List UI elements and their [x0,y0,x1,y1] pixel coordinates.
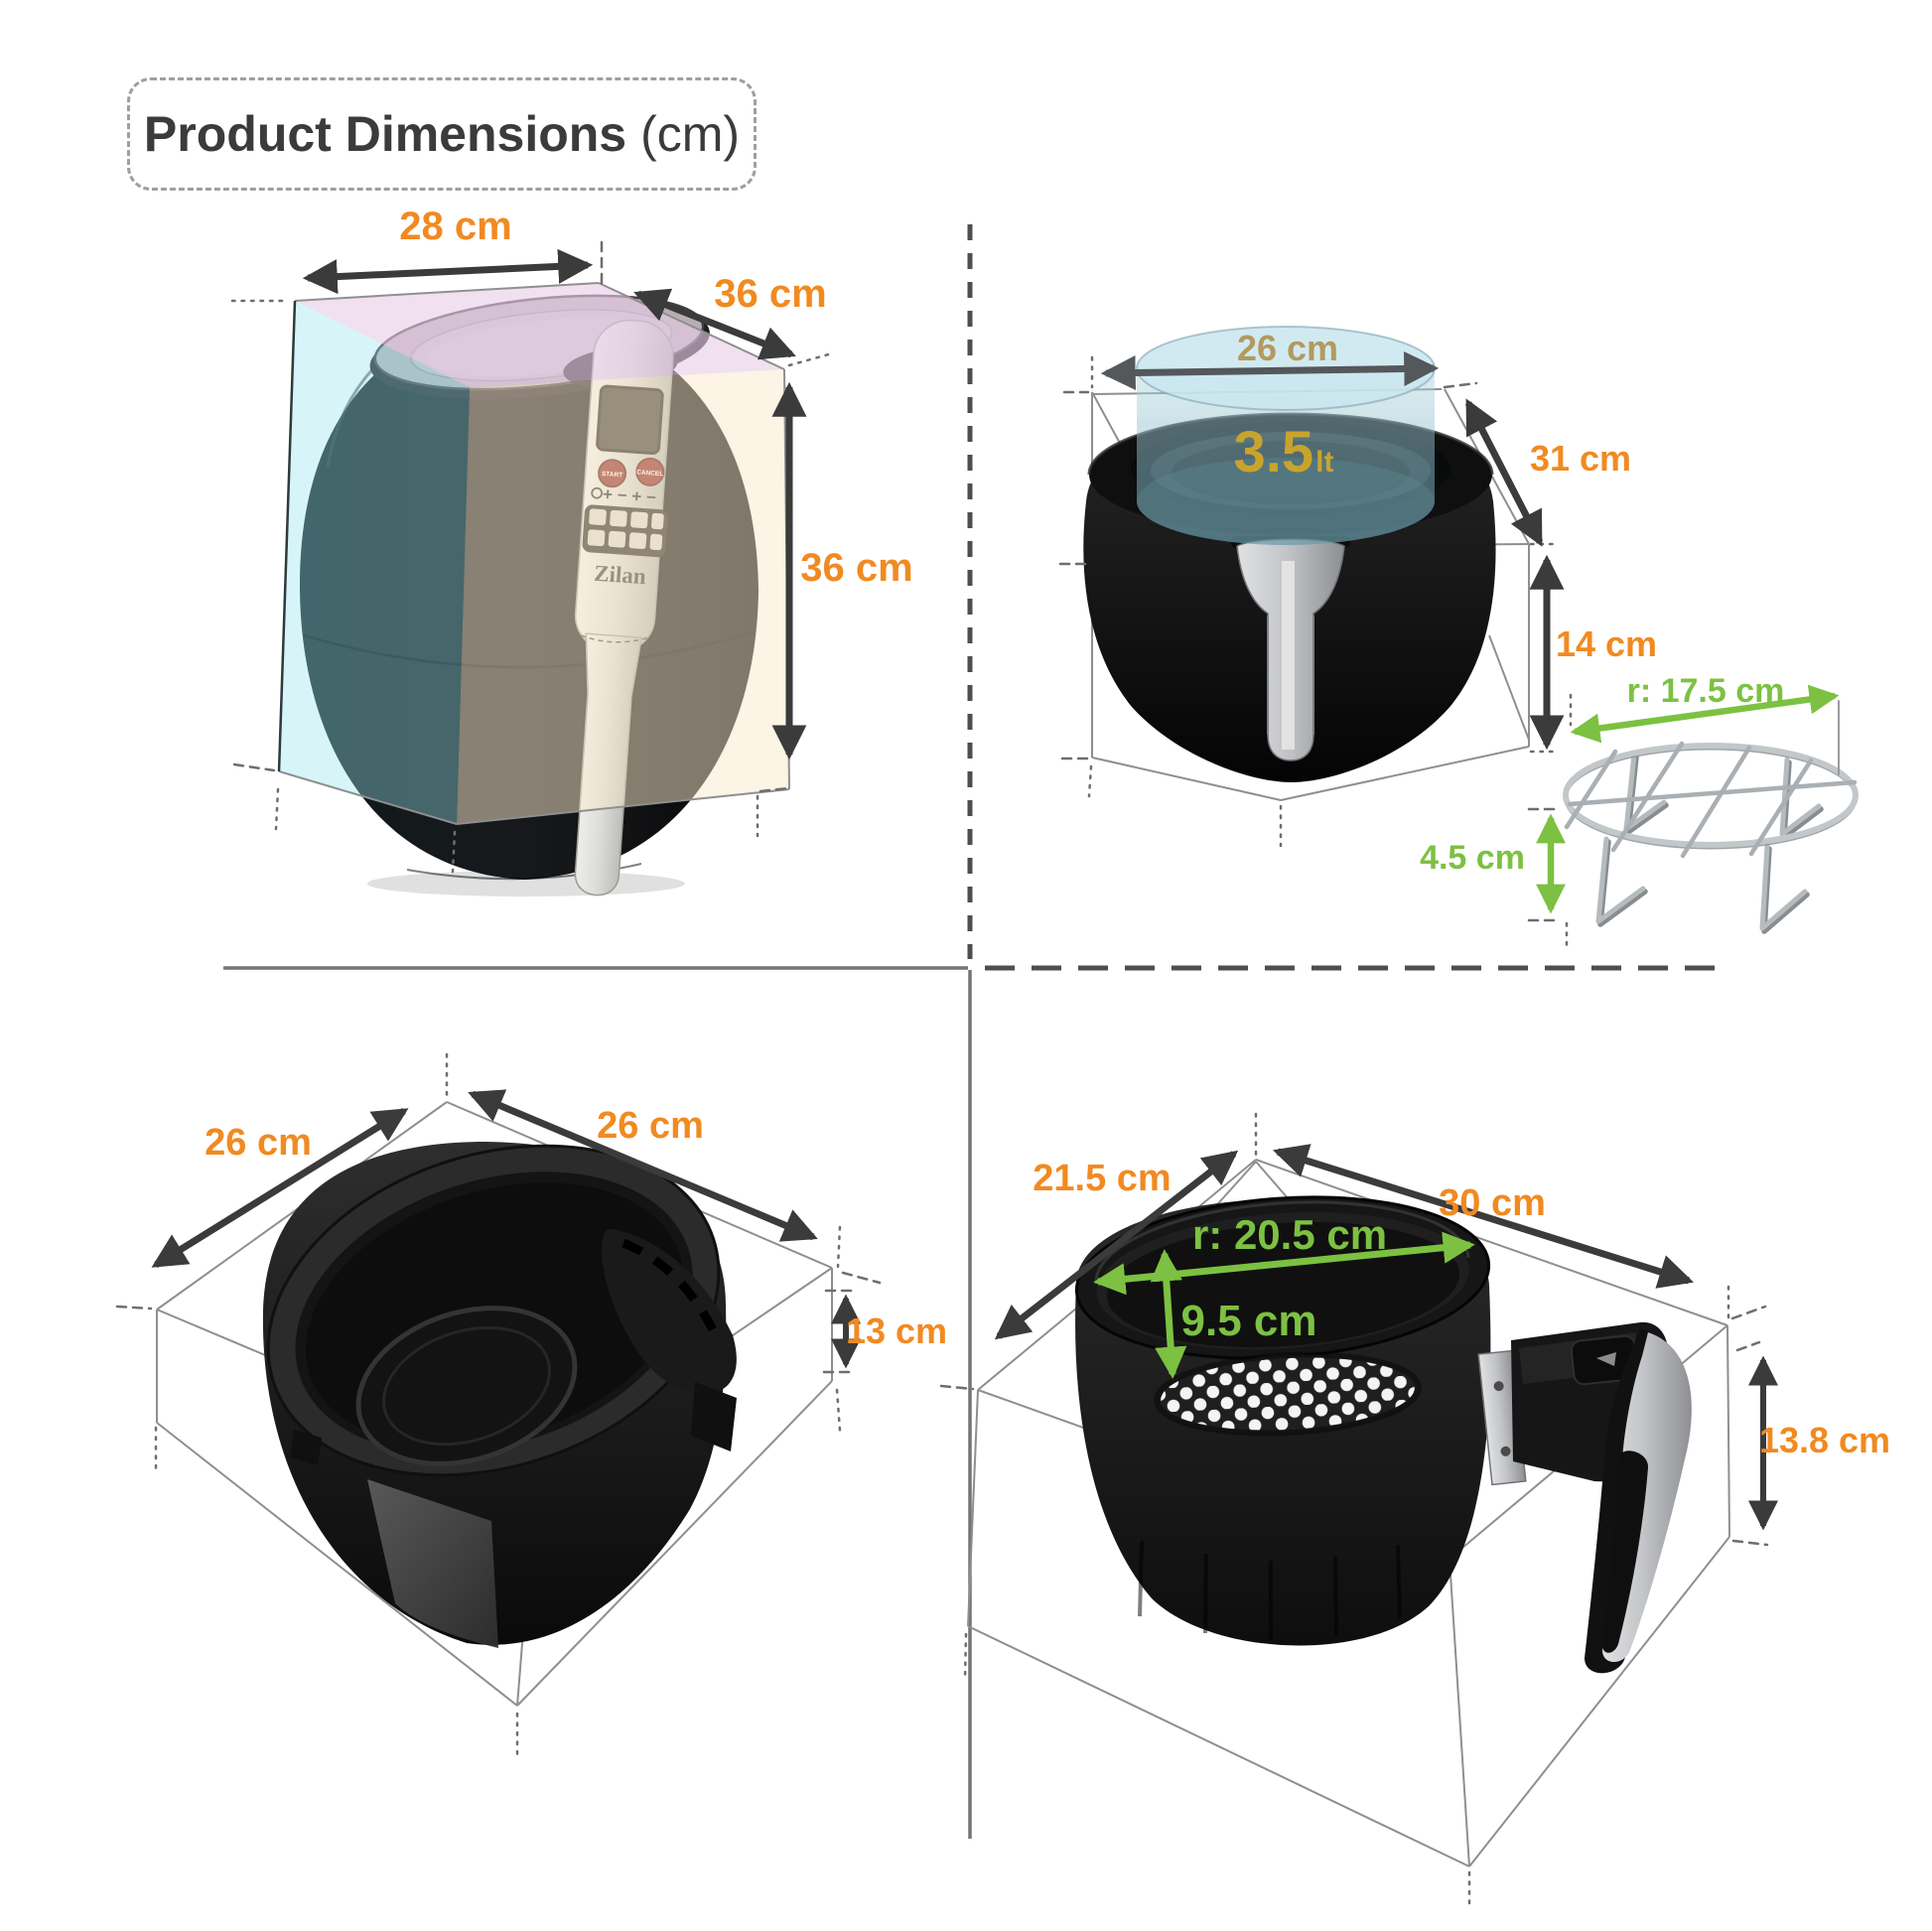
label-q4-height: 13.8 cm [1758,1420,1891,1460]
basket-slots [1138,1540,1402,1640]
q2-capacity [1058,326,1859,947]
capacity-value: 3.5 [1233,420,1314,484]
q4-ticks [939,1112,1769,1910]
q1-arrows [302,248,807,760]
arrow-pot-depth-26cm [468,1089,818,1242]
q2-wireframe-front [1091,544,1530,801]
basket-floor [1154,1351,1422,1437]
arrow-width-28cm [302,248,594,295]
label-q4-inner-height: 9.5 cm [1180,1297,1317,1345]
arrow-pot-width-26cm [151,1108,409,1268]
q4-wireframe-front [967,1324,1730,1867]
label-q1-height: 36 cm [800,546,913,590]
quadrant-dividers [223,224,1729,1839]
label-rack-height: 4.5 cm [1420,839,1525,877]
plane-left-cyan [279,301,470,824]
page-title-unit: (cm) [640,106,741,162]
q3-inner-pot [115,1052,882,1761]
label-rack-radius: r: 17.5 cm [1626,672,1785,710]
q1-fryer-overall: START CANCEL + − + − Zilan [230,240,834,897]
arrow-basket-inner-height [1150,1249,1187,1379]
label-q4-radius: r: 20.5 cm [1191,1211,1388,1258]
q3-ticks [115,1052,882,1761]
q4-basket [939,1112,1778,1910]
q2-ticks [1058,355,1559,848]
label-q3-depth: 26 cm [597,1105,704,1147]
rack-arrows [1536,684,1840,914]
q3-arrows [151,1089,861,1369]
q1-left-edge [277,300,297,772]
q4-arrows [994,1144,1778,1531]
steam-rack [1563,741,1859,934]
label-q3-height: 13 cm [845,1310,948,1351]
label-q4-depth: 21.5 cm [1033,1158,1172,1199]
label-q4-width: 30 cm [1439,1182,1546,1224]
plane-top-pink [295,283,784,387]
arrow-rack-radius [1570,684,1840,744]
label-q2-depth: 31 cm [1529,438,1632,479]
title-box: Product Dimensions (cm) [127,77,757,191]
basket-handle [1477,1321,1692,1674]
arrow-basket-width-30cm [1272,1144,1695,1289]
plane-right-cream [457,369,789,824]
q1-ticks [230,240,834,874]
q3-wireframe-front [156,1268,833,1707]
label-q2-height: 14 cm [1555,623,1658,664]
q2-arrows [1100,350,1565,751]
arrow-depth-36cm [633,288,796,360]
label-q1-depth: 36 cm [714,272,827,316]
arrow-depth-31cm [1464,398,1544,547]
pot-bracket [290,1228,737,1465]
label-q3-width: 26 cm [205,1122,312,1164]
arrow-diameter-26cm [1100,350,1440,391]
label-q2-diameter: 26 cm [1236,328,1339,368]
pot-chute [367,1479,498,1648]
label-q1-width: 28 cm [399,205,512,248]
capacity-unit: lt [1315,446,1334,479]
page-title: Product Dimensions [143,106,627,162]
